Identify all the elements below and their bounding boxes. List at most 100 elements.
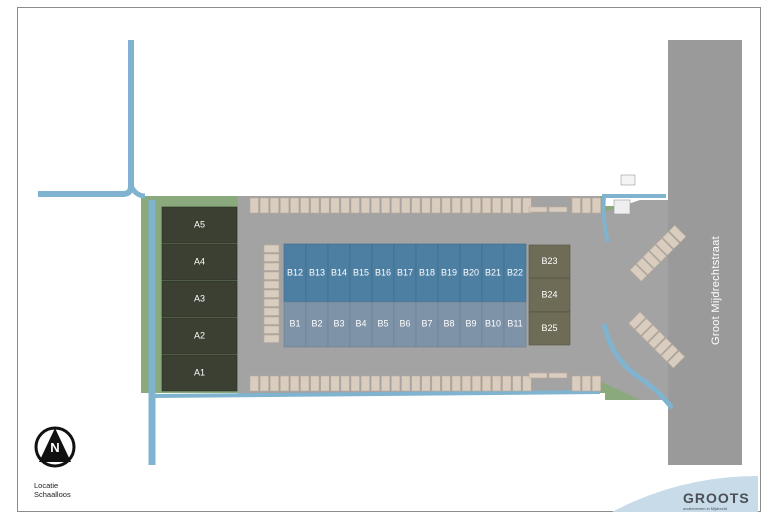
parking-space [263, 289, 280, 298]
parking-space [571, 197, 581, 214]
unit-label: B25 [541, 323, 557, 333]
unit-label: B20 [463, 267, 479, 277]
unit-label: A3 [194, 293, 205, 303]
parking-space [451, 197, 461, 214]
unit-label: B19 [441, 267, 457, 277]
unit-b24 [528, 278, 571, 312]
unit-label: A1 [194, 367, 205, 377]
parking-space [290, 375, 300, 392]
parking-space [370, 375, 381, 392]
parking-space [360, 375, 370, 392]
parking-space [263, 253, 280, 262]
parking-space [320, 375, 330, 392]
parking-space [401, 197, 411, 214]
parking-space [642, 250, 661, 269]
parking-space [481, 197, 492, 214]
unit-a3 [161, 280, 238, 318]
unit-label: B5 [377, 318, 388, 328]
parking-space [411, 375, 421, 392]
unit-label: B2 [311, 318, 322, 328]
parking-space [591, 197, 602, 214]
shed [620, 174, 636, 186]
parking-space [263, 307, 280, 316]
unit-label: B15 [353, 267, 369, 277]
unit-a1 [161, 354, 238, 392]
parking-space [360, 197, 370, 214]
parking-space [528, 206, 548, 213]
parking-space [391, 197, 401, 214]
parking-space [380, 197, 391, 214]
parking-space [629, 263, 648, 282]
ditch-south [151, 390, 601, 398]
unit-label: B12 [287, 267, 303, 277]
parking-space [300, 197, 310, 214]
parking-space [660, 344, 679, 362]
parking-space [634, 318, 653, 336]
parking-space [263, 334, 280, 343]
parking-space [263, 262, 280, 271]
parking-space [512, 375, 522, 392]
parking-space [441, 375, 451, 392]
unit-label: B9 [465, 318, 476, 328]
unit-b23 [528, 244, 571, 279]
unit-label: B11 [507, 318, 522, 328]
parking-space [421, 375, 431, 392]
parking-space [391, 375, 401, 392]
unit-label: B14 [331, 267, 347, 277]
parking-space [310, 375, 320, 392]
parking-space [581, 197, 591, 214]
location-label-line1: Locatie [34, 481, 59, 490]
parking-space [461, 197, 471, 214]
parking-space [421, 197, 431, 214]
parking-space [401, 375, 411, 392]
parking-space [431, 197, 441, 214]
parking-space [655, 237, 674, 256]
location-label: Locatie Schaalloos [34, 481, 71, 499]
unit-b25 [528, 311, 571, 346]
unit-a4 [161, 243, 238, 281]
parking-space [263, 244, 280, 253]
parking-space [591, 375, 602, 392]
parking-space [350, 375, 360, 392]
parking-space [259, 375, 269, 392]
parking-space [259, 197, 269, 214]
parking-space [441, 197, 451, 214]
parking-space [263, 298, 280, 307]
parking-space [263, 280, 280, 289]
parking-space [370, 197, 381, 214]
unit-label: A5 [194, 219, 205, 229]
parking-space [662, 231, 680, 250]
parking-space [320, 197, 330, 214]
parking-space [380, 375, 391, 392]
parking-space [249, 197, 259, 214]
parking-space [350, 197, 360, 214]
unit-label: B3 [333, 318, 344, 328]
parking-space [451, 375, 461, 392]
parking-space [512, 197, 522, 214]
ditch-entrance-top [601, 194, 666, 243]
parking-space [461, 375, 471, 392]
parking-space [330, 197, 340, 214]
location-label-line2: Schaalloos [34, 490, 71, 499]
parking-space [471, 197, 482, 214]
unit-label: B8 [443, 318, 454, 328]
parking-space [528, 372, 548, 379]
brand-tagline: ondernemen in Mijdrecht [683, 506, 728, 511]
unit-label: B16 [375, 267, 391, 277]
parking-space [667, 350, 686, 369]
unit-b11 [503, 301, 527, 348]
street-name: Groot Mijdrechtstraat [710, 236, 722, 345]
unit-label: B6 [399, 318, 410, 328]
street-road [668, 40, 742, 465]
unit-label: B22 [507, 267, 523, 277]
unit-label: B24 [541, 289, 557, 299]
parking-space [548, 206, 568, 213]
unit-label: B1 [289, 318, 300, 328]
parking-space [263, 316, 280, 325]
brand-name: GROOTS [683, 490, 750, 506]
unit-label: B4 [355, 318, 366, 328]
parking-space [431, 375, 441, 392]
parking-space [279, 375, 290, 392]
